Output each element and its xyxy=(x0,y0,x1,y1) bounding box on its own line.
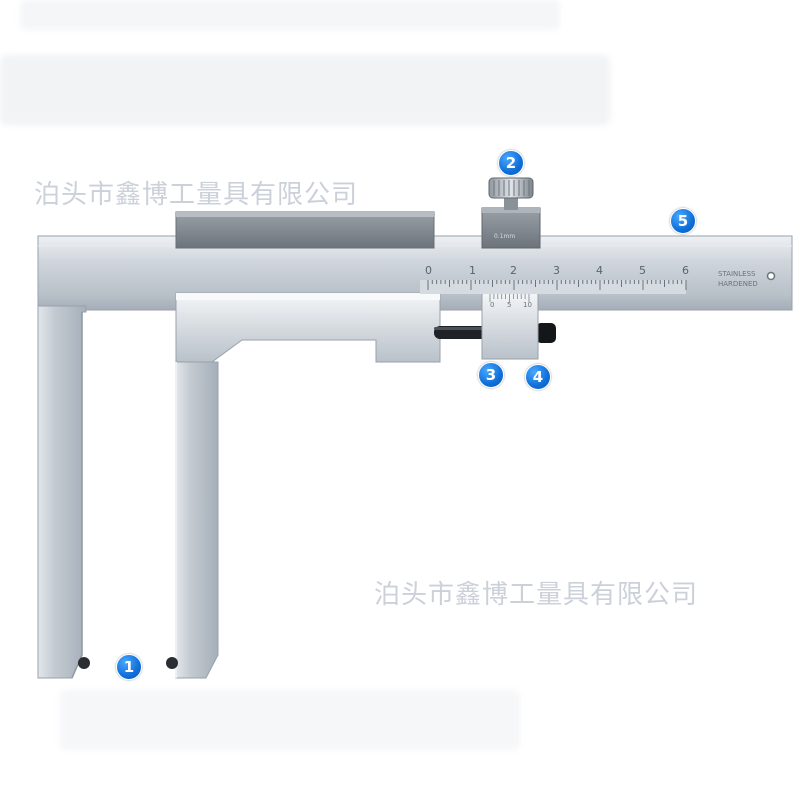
beam-hole xyxy=(766,271,776,281)
main-scale-label-5: 5 xyxy=(639,264,646,277)
main-scale-label-6: 6 xyxy=(682,264,689,277)
beam-top-plate xyxy=(175,211,435,249)
main-scale-label-3: 3 xyxy=(553,264,560,277)
clamp-plate-marking: 0.1mm xyxy=(494,233,516,240)
blurred-header-band xyxy=(0,55,610,125)
watermark-top: 泊头市鑫博工量具有限公司 xyxy=(34,180,359,210)
fixed-jaw-tip xyxy=(78,657,90,669)
stamp-hardened: HARDENED xyxy=(718,280,758,288)
sliding-frame xyxy=(175,292,441,363)
callout-badge-4: 4 xyxy=(525,364,551,390)
vernier-label-10: 10 xyxy=(523,301,532,309)
watermark-bottom: 泊头市鑫博工量具有限公司 xyxy=(374,580,699,610)
stamp-stainless: STAINLESS xyxy=(718,270,756,278)
main-scale-label-1: 1 xyxy=(469,264,476,277)
moving-jaw xyxy=(175,361,219,679)
main-scale-strip xyxy=(420,280,686,294)
main-scale-label-0: 0 xyxy=(425,264,432,277)
blurred-bottom-band xyxy=(60,690,520,750)
callout-badge-2: 2 xyxy=(498,150,524,176)
clamp-block xyxy=(481,207,541,249)
moving-jaw-tip xyxy=(166,657,178,669)
callout-badge-1: 1 xyxy=(116,654,142,680)
main-scale-ticks xyxy=(427,280,687,290)
vernier-scale-ticks xyxy=(489,294,530,302)
callout-badge-3: 3 xyxy=(478,362,504,388)
vernier-label-5: 5 xyxy=(507,301,512,309)
fixed-jaw xyxy=(37,305,87,679)
lock-knob xyxy=(488,177,534,199)
main-scale-label-2: 2 xyxy=(510,264,517,277)
vernier-label-0: 0 xyxy=(490,301,495,309)
blurred-top-strip xyxy=(20,0,560,30)
main-scale-label-4: 4 xyxy=(596,264,603,277)
callout-badge-5: 5 xyxy=(670,208,696,234)
